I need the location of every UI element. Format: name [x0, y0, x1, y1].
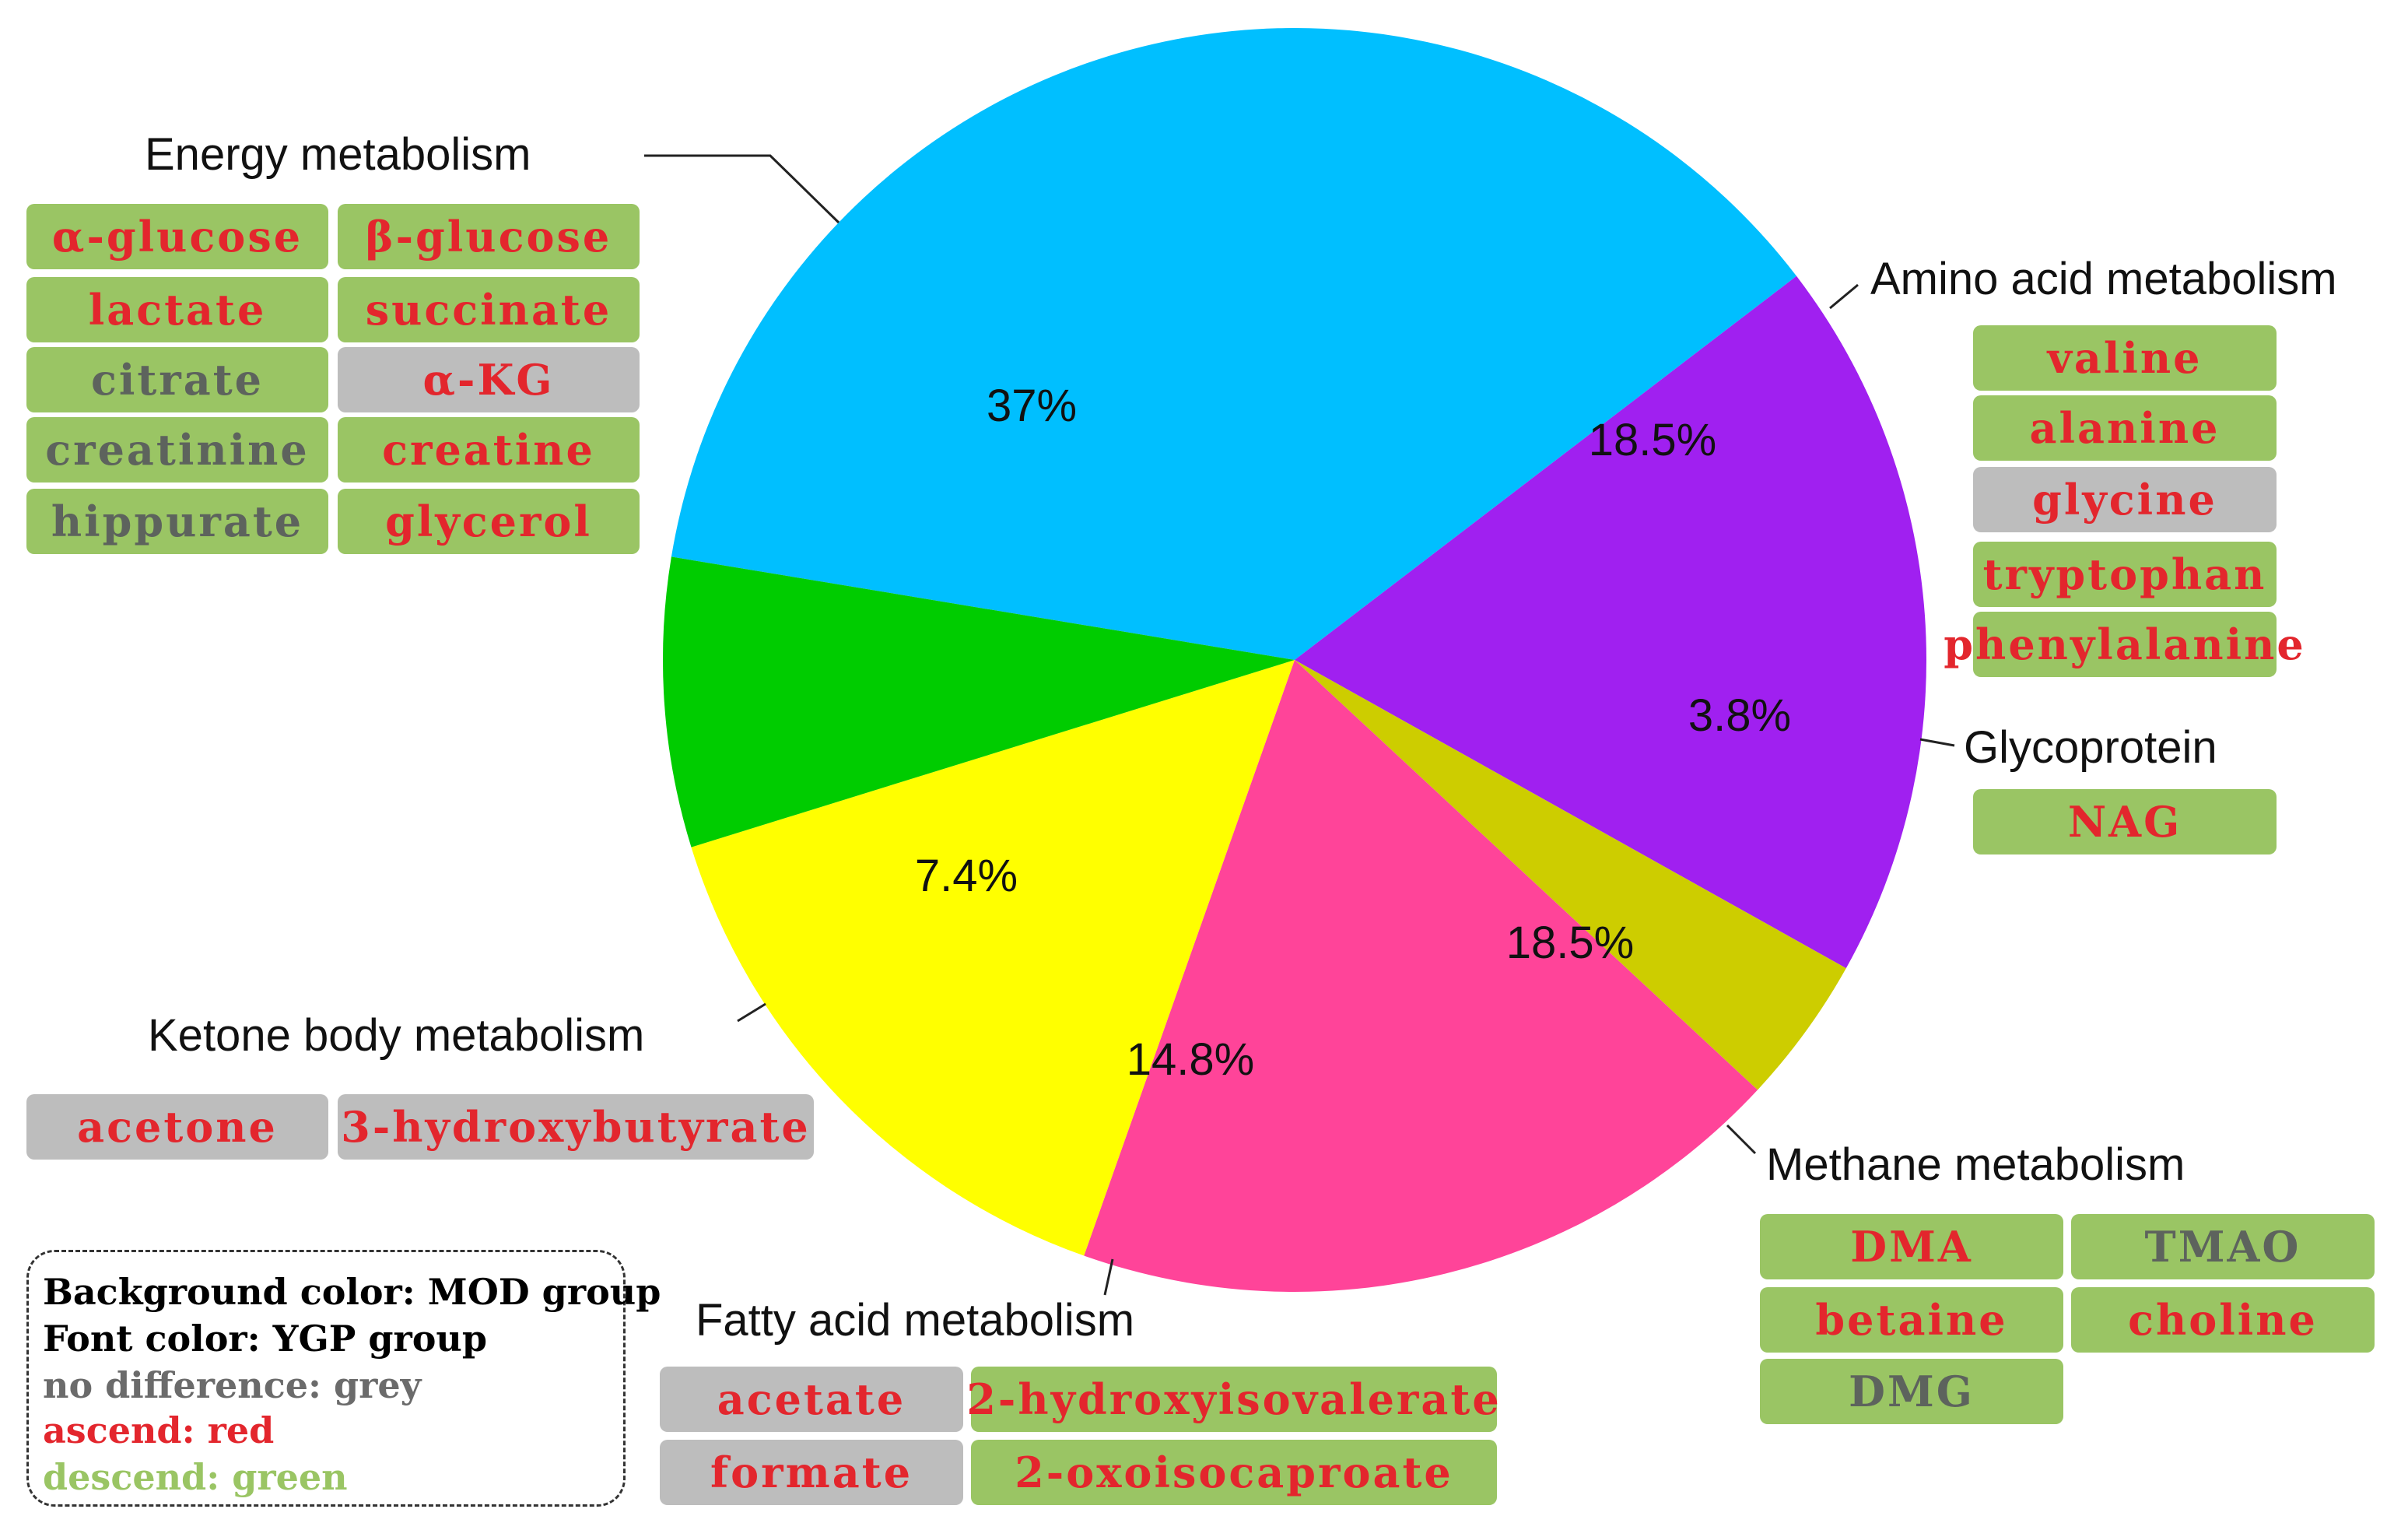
pie-slice	[691, 660, 1295, 1256]
label-methane-metabolism: Methane metabolism	[1766, 1139, 2185, 1190]
metabolite-box: α-KG	[338, 347, 640, 412]
label-energy-metabolism: Energy metabolism	[145, 129, 531, 180]
leader-line	[1103, 1258, 1114, 1296]
legend-line: ascend: red	[43, 1409, 275, 1451]
leader-line	[644, 154, 840, 224]
metabolite-box: 2-hydroxyisovalerate	[966, 1367, 1499, 1432]
metabolite-box: 3-hydroxybutyrate	[338, 1094, 814, 1160]
pie-slice	[1084, 660, 1758, 1292]
metabolite-box: lactate	[26, 277, 328, 342]
pct-amino: 18.5%	[1588, 415, 1717, 465]
pie-slice	[1295, 660, 1846, 1090]
pct-energy: 37%	[986, 381, 1078, 431]
metabolite-box: acetate	[660, 1367, 963, 1432]
label-amino-acid-metabolism: Amino acid metabolism	[1870, 254, 2337, 304]
metabolite-box: TMAO	[2071, 1214, 2375, 1279]
metabolite-box: creatinine	[26, 417, 328, 483]
legend-box: Background color: MOD group Font color: …	[26, 1250, 661, 1507]
metabolite-box: DMA	[1760, 1214, 2063, 1279]
metabolite-box: succinate	[338, 277, 640, 342]
leader-line	[1919, 738, 1955, 747]
metabolite-box: choline	[2071, 1287, 2375, 1353]
pct-fatty: 14.8%	[1126, 1034, 1255, 1085]
pie-slice	[671, 28, 1797, 661]
metabolite-box: creatine	[338, 417, 640, 483]
pie-slice	[1295, 275, 1926, 969]
leader-line	[1829, 283, 1859, 310]
pct-ketone: 7.4%	[914, 851, 1018, 901]
metabolite-box: α-glucose	[26, 204, 328, 269]
legend-line: descend: green	[43, 1456, 348, 1498]
metabolite-box: valine	[1973, 325, 2277, 391]
metabolite-box: betaine	[1760, 1287, 2063, 1353]
metabolite-box: glycerol	[338, 489, 640, 554]
label-glycoprotein: Glycoprotein	[1964, 722, 2217, 773]
metabolite-box: citrate	[26, 347, 328, 412]
leader-line	[737, 1002, 766, 1023]
pct-glyco: 3.8%	[1688, 690, 1792, 741]
label-ketone-body-metabolism: Ketone body metabolism	[148, 1010, 645, 1061]
legend-line: no difference: grey	[43, 1364, 422, 1406]
metabolite-box: acetone	[26, 1094, 328, 1160]
pct-methane: 18.5%	[1505, 918, 1635, 968]
metabolite-box: tryptophan	[1973, 542, 2277, 607]
legend-line: Font color: YGP group	[43, 1318, 488, 1360]
metabolite-box: β-glucose	[338, 204, 640, 269]
label-fatty-acid-metabolism: Fatty acid metabolism	[696, 1295, 1135, 1346]
metabolite-box: glycine	[1973, 467, 2277, 532]
metabolite-box: formate	[660, 1440, 963, 1505]
metabolite-box: alanine	[1973, 395, 2277, 461]
leader-line	[1726, 1124, 1757, 1155]
legend-line: Background color: MOD group	[43, 1271, 661, 1313]
metabolite-box: NAG	[1973, 789, 2277, 854]
pie-slice	[662, 556, 1295, 847]
metabolite-box: 2-oxoisocaproate	[971, 1440, 1497, 1505]
metabolite-box: hippurate	[26, 489, 328, 554]
metabolite-box: DMG	[1760, 1359, 2063, 1424]
metabolite-box: phenylalanine	[1944, 612, 2304, 677]
